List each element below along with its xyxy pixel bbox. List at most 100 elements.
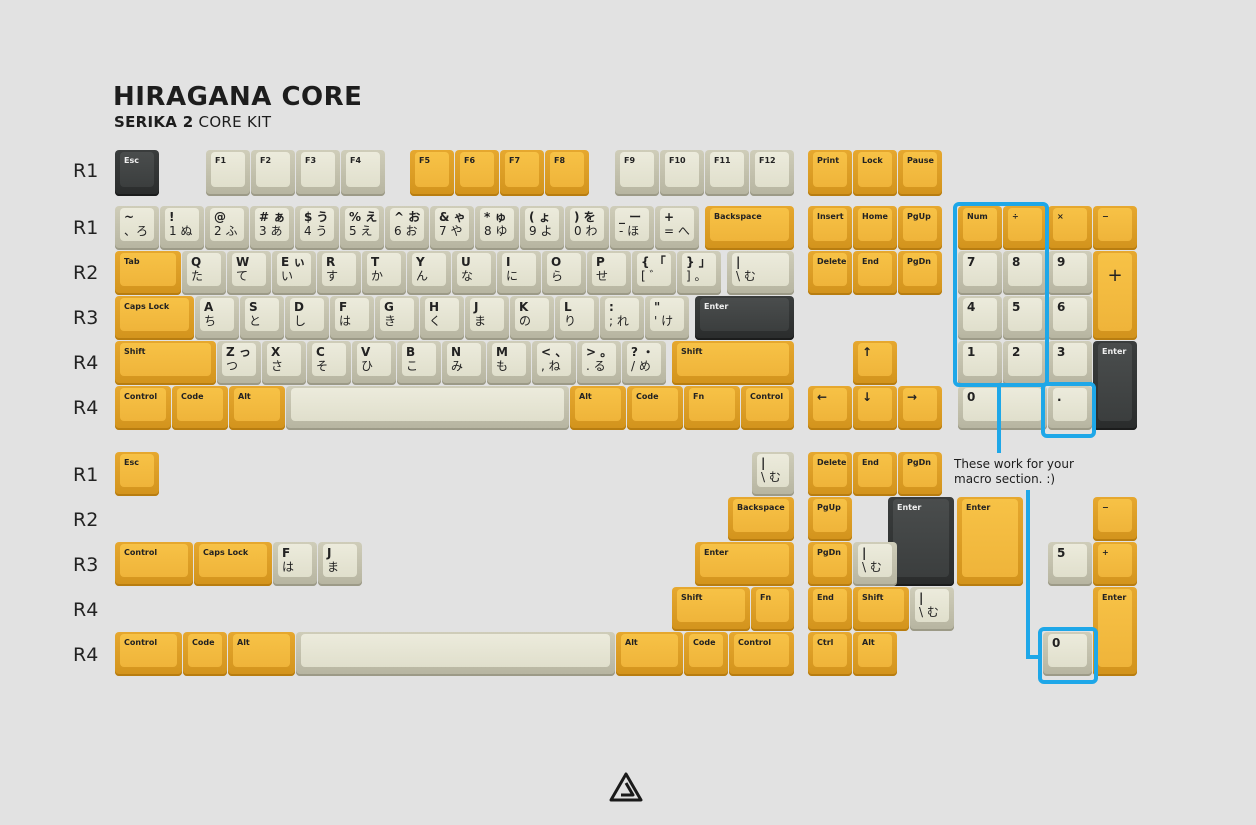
key-ctrl5[interactable]: Ctrl — [808, 632, 852, 676]
key-f11[interactable]: F11 — [705, 150, 749, 196]
key-rshift[interactable]: Shift — [672, 341, 794, 385]
key-bsl3[interactable]: |\ む — [853, 542, 897, 586]
key-k4[interactable]: 4 — [958, 296, 1002, 340]
key-slash[interactable]: ? ・/ め — [622, 341, 666, 385]
key-pgup2[interactable]: PgUp — [808, 497, 852, 541]
key-lcode[interactable]: Code — [172, 386, 228, 430]
key-pgdn2[interactable]: PgDn — [898, 452, 942, 496]
key-end2[interactable]: End — [853, 452, 897, 496]
key-f9[interactable]: F9 — [615, 150, 659, 196]
key-caps[interactable]: Caps Lock — [115, 296, 194, 340]
key-z[interactable]: Z っつ — [217, 341, 261, 385]
key-alt5[interactable]: Alt — [853, 632, 897, 676]
key-k5b[interactable]: 5 — [1048, 542, 1092, 586]
key-f4[interactable]: F4 — [341, 150, 385, 196]
key-f3[interactable]: F3 — [296, 150, 340, 196]
key-control2[interactable]: Control — [115, 542, 193, 586]
key-code3[interactable]: Code — [183, 632, 227, 676]
key-backspace[interactable]: Backspace — [705, 206, 794, 250]
key-pause[interactable]: Pause — [898, 150, 942, 196]
key-kenter[interactable]: Enter — [1093, 341, 1137, 430]
key-tilde[interactable]: ~、ろ — [115, 206, 159, 250]
key-f6[interactable]: F6 — [455, 150, 499, 196]
key-backspace2[interactable]: Backspace — [728, 497, 794, 541]
key-end[interactable]: End — [853, 251, 897, 295]
key-mul[interactable]: × — [1048, 206, 1092, 250]
key-tab[interactable]: Tab — [115, 251, 181, 295]
key-esc[interactable]: Esc — [115, 150, 159, 196]
key-lshift[interactable]: Shift — [115, 341, 216, 385]
key-f12[interactable]: F12 — [750, 150, 794, 196]
key-kplus[interactable]: + — [1093, 251, 1137, 340]
key-ralt[interactable]: Alt — [570, 386, 626, 430]
key-semi[interactable]: :; れ — [600, 296, 644, 340]
key-lbr[interactable]: { 「[ ゛ — [632, 251, 676, 295]
key-left[interactable]: ← — [808, 386, 852, 430]
key-end3[interactable]: End — [808, 587, 852, 631]
key-insert[interactable]: Insert — [808, 206, 852, 250]
key-print[interactable]: Print — [808, 150, 852, 196]
key-f1[interactable]: F1 — [206, 150, 250, 196]
key-num[interactable]: Num — [958, 206, 1002, 250]
key-enter2[interactable]: Enter — [695, 542, 794, 586]
key-delete2[interactable]: Delete — [808, 452, 852, 496]
key-kdot[interactable]: . — [1048, 386, 1092, 430]
key-nplus[interactable]: += へ — [655, 206, 699, 250]
key-esc2[interactable]: Esc — [115, 452, 159, 496]
key-kminus2[interactable]: − — [1093, 497, 1137, 541]
key-code4[interactable]: Code — [684, 632, 728, 676]
key-kplus2[interactable]: + — [1093, 542, 1137, 586]
key-k7[interactable]: 7 — [958, 251, 1002, 295]
key-k9[interactable]: 9 — [1048, 251, 1092, 295]
key-enter[interactable]: Enter — [695, 296, 794, 340]
key-alt3[interactable]: Alt — [228, 632, 295, 676]
key-space[interactable] — [286, 386, 569, 430]
key-pgup[interactable]: PgUp — [898, 206, 942, 250]
key-f8[interactable]: F8 — [545, 150, 589, 196]
key-k2[interactable]: 2 — [1003, 341, 1047, 385]
key-control4[interactable]: Control — [729, 632, 794, 676]
key-kenter2[interactable]: Enter — [1093, 587, 1137, 676]
key-caps2[interactable]: Caps Lock — [194, 542, 272, 586]
key-f10[interactable]: F10 — [660, 150, 704, 196]
key-rbr[interactable]: } 」] 。 — [677, 251, 721, 295]
key-bsl[interactable]: |\ む — [727, 251, 794, 295]
key-n2[interactable]: @2 ふ — [205, 206, 249, 250]
key-k8[interactable]: 8 — [1003, 251, 1047, 295]
key-nminus[interactable]: _ ー- ほ — [610, 206, 654, 250]
key-rctrl[interactable]: Control — [741, 386, 794, 430]
key-k3[interactable]: 3 — [1048, 341, 1092, 385]
key-bsl4[interactable]: |\ む — [910, 587, 954, 631]
key-k5[interactable]: 5 — [1003, 296, 1047, 340]
key-iso-enter-yellow[interactable]: Enter — [957, 497, 1023, 586]
key-f5[interactable]: F5 — [410, 150, 454, 196]
